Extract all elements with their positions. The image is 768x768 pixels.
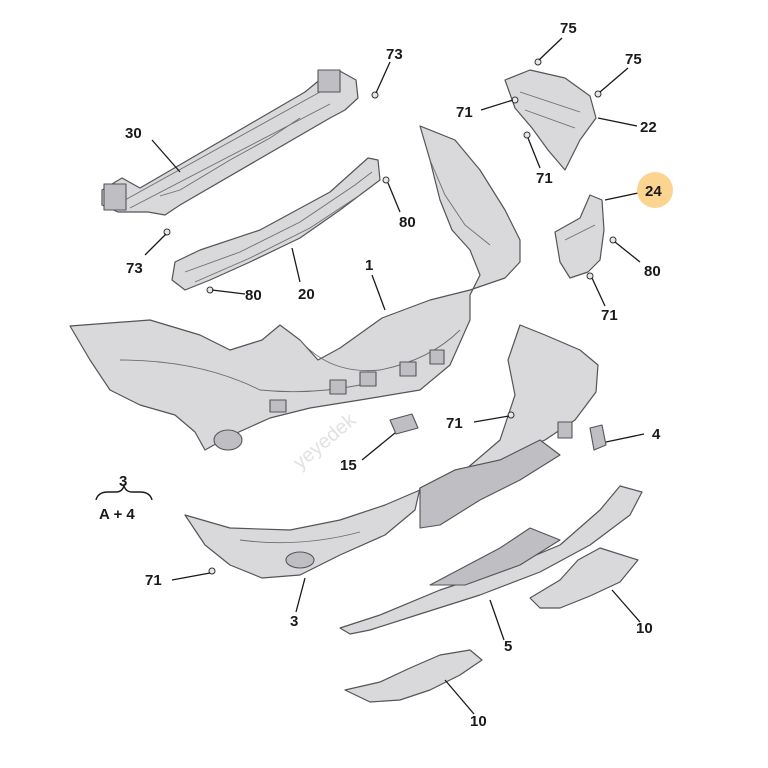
label-73-bottom: 73 (126, 260, 143, 277)
label-71-middle: 71 (446, 415, 463, 432)
part-3-lower-bumper (184, 324, 599, 579)
part-24-side-bracket (554, 194, 605, 279)
label-a-plus-4: A + 4 (99, 506, 135, 523)
part-10-lower-skid-plate (344, 649, 483, 703)
label-1: 1 (365, 257, 373, 274)
label-80-center: 80 (399, 214, 416, 231)
label-75-right: 75 (625, 51, 642, 68)
leader-lines (144, 37, 645, 715)
label-3-legend: 3 (119, 473, 127, 490)
label-71-lower: 71 (145, 572, 162, 589)
label-75-top: 75 (560, 20, 577, 37)
part-1-bumper-cover (69, 125, 521, 451)
label-5: 5 (504, 638, 512, 655)
part-10-right-skid-plate (529, 547, 639, 609)
label-10-right: 10 (636, 620, 653, 637)
label-15: 15 (340, 457, 357, 474)
label-20: 20 (298, 286, 315, 303)
label-4: 4 (652, 426, 661, 443)
part-30-reinforcement-beam (101, 69, 359, 216)
part-20-impact-absorber (171, 157, 381, 291)
label-22: 22 (640, 119, 657, 136)
label-73-top: 73 (386, 46, 403, 63)
label-80-right: 80 (644, 263, 661, 280)
highlight-marker (637, 172, 673, 208)
label-80-left: 80 (245, 287, 262, 304)
part-labels: 73 30 73 80 20 80 1 75 75 71 22 71 24 80… (99, 20, 662, 730)
part-22-upper-bracket (504, 69, 597, 171)
label-24: 24 (645, 183, 662, 200)
label-71-side: 71 (601, 307, 618, 324)
label-71-upper: 71 (456, 104, 473, 121)
grouping-brace (95, 483, 153, 501)
part-4-reflector (589, 424, 607, 451)
fasteners (163, 58, 617, 575)
label-71-bracket: 71 (536, 170, 553, 187)
part-15-clip (389, 413, 419, 435)
label-30: 30 (125, 125, 142, 142)
label-3: 3 (290, 613, 298, 630)
label-10-bottom: 10 (470, 713, 487, 730)
part-5-diffuser (339, 485, 643, 635)
